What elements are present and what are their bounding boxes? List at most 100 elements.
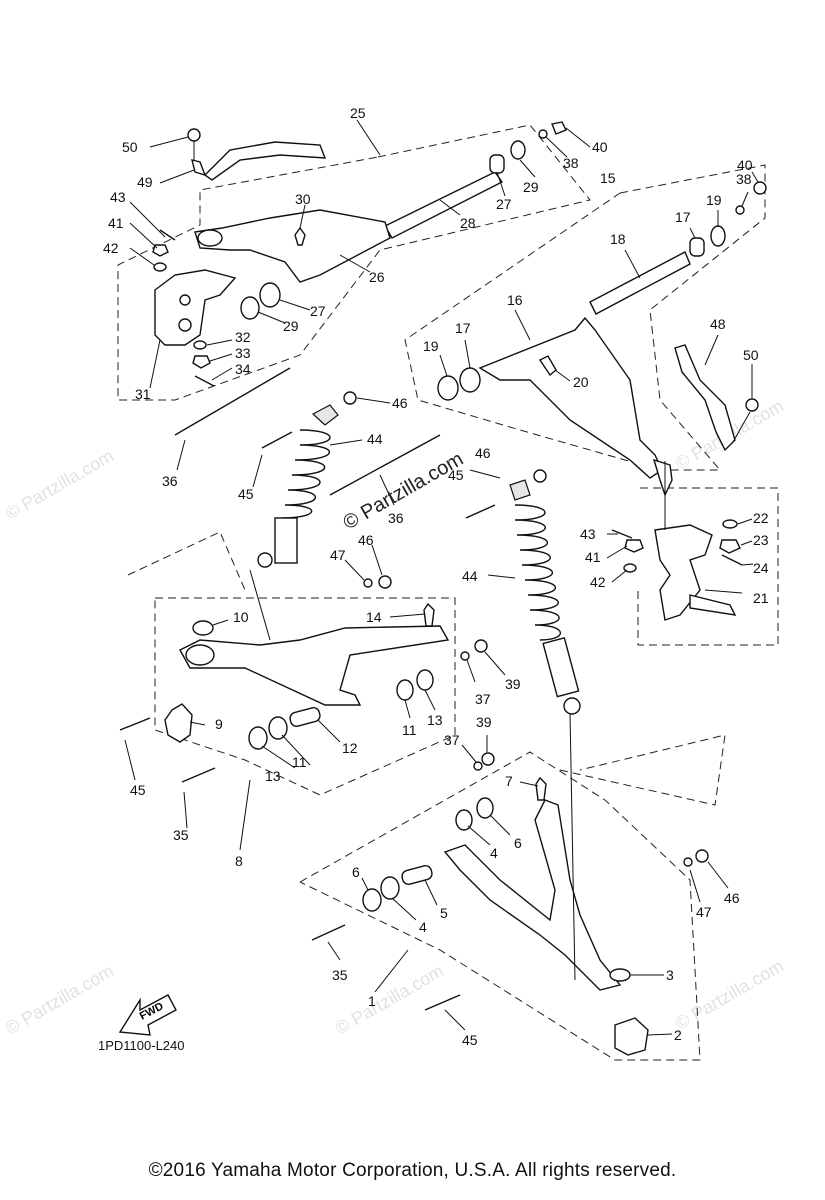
grease-nipple-20-icon [538, 355, 557, 377]
washer-38-icon [538, 129, 548, 139]
upper-left-arm-group [117, 124, 591, 401]
nut-46-icon [378, 575, 392, 589]
bolt-45-icon [119, 717, 151, 731]
watermark-text: © Partzilla.com [332, 960, 447, 1038]
bushing-27-icon [489, 154, 505, 174]
bushing-17-icon [689, 237, 705, 257]
callout-number: 39 [476, 714, 492, 730]
fwd-arrow-icon: FWD [118, 994, 177, 1036]
callout-number: 46 [475, 445, 491, 461]
callout-number: 39 [505, 676, 521, 692]
circlip-3-icon [609, 968, 631, 982]
long-bolt-36-icon [174, 367, 291, 436]
callout-number: 21 [753, 590, 769, 606]
grease-nipple-30-icon [294, 226, 306, 246]
callout-number: 49 [137, 174, 153, 190]
nut-46-icon [343, 391, 357, 405]
callout-number: 46 [392, 395, 408, 411]
callout-number: 36 [162, 473, 178, 489]
bushing-11-icon [396, 679, 414, 701]
ball-joint-9-icon [164, 703, 193, 743]
shock-spring-icon [281, 429, 331, 519]
shock-top-eye-icon [311, 404, 339, 426]
callout-number: 38 [736, 171, 752, 187]
ball-joint-boss-icon [185, 644, 215, 666]
bracket-49-icon [191, 159, 207, 177]
callout-number: 29 [283, 318, 299, 334]
callout-number: 11 [402, 722, 417, 738]
callout-number: 36 [388, 510, 404, 526]
seal-13-icon [416, 669, 434, 691]
callout-number: 17 [675, 209, 691, 225]
nut-40-icon [753, 181, 767, 195]
callout-number: 31 [135, 386, 151, 402]
cotter-pin-43-icon [611, 529, 633, 539]
steering-knuckle-31-icon [154, 269, 237, 346]
pivot-shaft-18-icon [589, 251, 691, 315]
watermark-text: © Partzilla.com [672, 955, 787, 1033]
callout-number: 6 [352, 864, 360, 880]
watermark-text: © Partzilla.com [2, 960, 117, 1038]
callout-number: 19 [706, 192, 722, 208]
callout-number: 13 [427, 712, 443, 728]
washer-37-icon [473, 761, 483, 771]
upper-a-arm-26-icon [194, 209, 391, 283]
callout-number: 24 [753, 560, 769, 576]
callout-number: 32 [235, 329, 251, 345]
leader-lines [124, 119, 759, 1036]
callout-number: 42 [590, 574, 606, 590]
seal-29-icon [510, 140, 526, 160]
shock-spring-icon [514, 504, 562, 641]
callout-number: 41 [108, 215, 124, 231]
group-boundaries [117, 124, 779, 1061]
bushing-4-icon [380, 876, 400, 900]
callout-number: 48 [710, 316, 726, 332]
callout-number: 35 [173, 827, 189, 843]
lower-a-arm-8-icon [179, 625, 450, 706]
pivot-shaft-28-icon [384, 171, 504, 239]
bushing-11-icon [268, 716, 288, 740]
callout-number: 23 [753, 532, 769, 548]
callout-number: 27 [310, 303, 326, 319]
upper-right-arm-group [404, 164, 766, 471]
callout-number: 44 [462, 568, 478, 584]
callout-number: 20 [573, 374, 589, 390]
nut-46-icon [533, 469, 547, 483]
callout-number: 15 [600, 170, 616, 186]
callout-number: 14 [366, 609, 382, 625]
seal-29-icon [240, 296, 260, 320]
upper-left-arm-parts [152, 121, 567, 387]
bushing-4-icon [455, 809, 473, 831]
seal-6-icon [476, 797, 494, 819]
ball-joint-boss-icon [197, 229, 223, 247]
callout-number: 9 [215, 716, 223, 732]
callout-number: 1 [368, 993, 376, 1009]
knuckle-group [637, 487, 779, 646]
seal-19-icon [710, 225, 726, 247]
lower-right-arm-parts [311, 752, 709, 1056]
callout-number: 6 [514, 835, 522, 851]
shock-absorbers [174, 367, 581, 715]
seal-13-icon [248, 726, 268, 750]
collar-12-icon [289, 707, 321, 727]
long-bolt-36-icon [329, 434, 441, 496]
circlip-10-icon [192, 620, 214, 636]
shock-body-icon [542, 636, 580, 698]
callout-number: 50 [743, 347, 759, 363]
callout-number: 29 [523, 179, 539, 195]
bolt-45-icon [465, 504, 496, 519]
nut-46-icon [695, 849, 709, 863]
ball-joint-2-icon [614, 1017, 649, 1056]
callout-number: 46 [724, 890, 740, 906]
callout-number: 41 [585, 549, 601, 565]
shock-bottom-eye-icon [563, 697, 581, 715]
knuckle-bore-icon [178, 318, 192, 332]
dashed-connector [127, 531, 246, 591]
callout-number: 47 [330, 547, 346, 563]
bushing-17-icon [459, 367, 481, 393]
nut-39-icon [474, 639, 488, 653]
callout-number: 34 [235, 361, 251, 377]
bolt-35-icon [311, 924, 346, 941]
callout-number: 3 [666, 967, 674, 983]
